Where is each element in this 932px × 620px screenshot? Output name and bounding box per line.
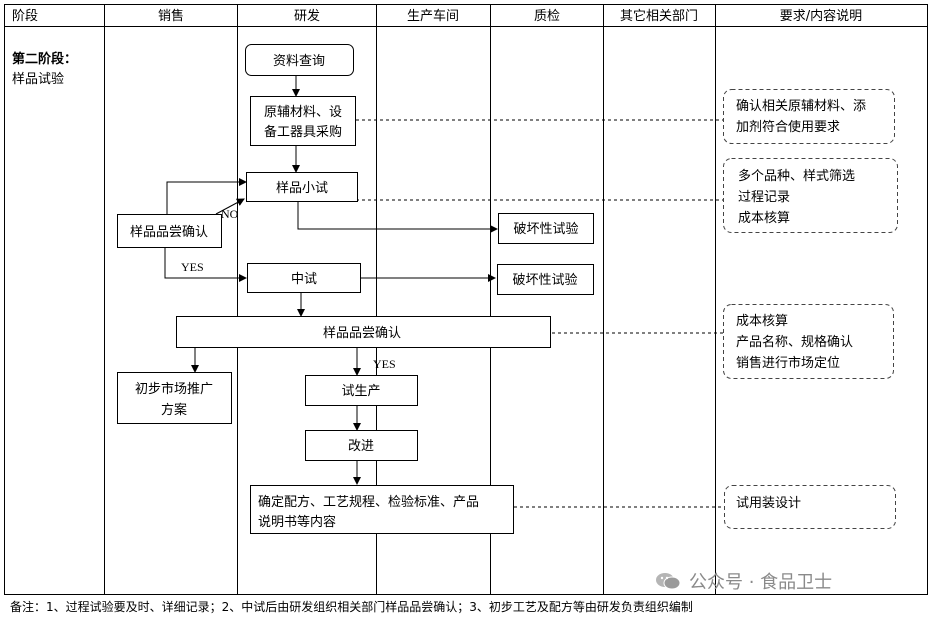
stage-subtitle: 样品试验 [12, 71, 64, 87]
box-finalize-line1: 确定配方、工艺规程、检验标准、产品 [258, 494, 479, 510]
box-trial-production: 试生产 [305, 375, 418, 406]
col-header-stage: 阶段 [12, 9, 38, 24]
note-costing: 成本核算 产品名称、规格确认 销售进行市场定位 [723, 304, 894, 379]
box-pilot-test: 中试 [247, 263, 361, 293]
col-header-requirements: 要求/内容说明 [780, 8, 862, 24]
box-trial-production-label: 试生产 [341, 384, 380, 399]
box-data-query-label: 资料查询 [273, 54, 325, 69]
wechat-icon [655, 571, 681, 591]
box-material-purchase-line1: 原辅材料、设 [264, 105, 342, 120]
col-header-production: 生产车间 [407, 8, 459, 24]
col-header-rnd: 研发 [294, 8, 320, 24]
box-destructive-test-1-label: 破坏性试验 [513, 221, 578, 237]
note-screening-line3: 成本核算 [738, 211, 790, 226]
box-improve: 改进 [305, 430, 418, 461]
note-links [356, 119, 724, 508]
footer-note: 备注：1、过程试验要及时、详细记录；2、中试后由研发组织相关部门样品品尝确认；3… [10, 600, 693, 614]
col-header-qc: 质检 [534, 9, 560, 24]
note-costing-line3: 销售进行市场定位 [736, 355, 840, 371]
box-destructive-test-1: 破坏性试验 [498, 213, 594, 244]
stage-title: 第二阶段： [12, 51, 77, 67]
box-material-purchase: 原辅材料、设 备工器具采购 [250, 96, 356, 146]
col-header-sales: 销售 [158, 8, 184, 24]
box-sample-tasting-1-label: 样品品尝确认 [130, 225, 208, 240]
note-screening-line1: 多个品种、样式筛选 [738, 168, 855, 184]
box-sample-small-test-label: 样品小试 [276, 181, 328, 196]
note-materials: 确认相关原辅材料、添 加剂符合使用要求 [723, 89, 895, 144]
box-destructive-test-2-label: 破坏性试验 [512, 272, 577, 288]
note-materials-line2: 加剂符合使用要求 [736, 119, 840, 135]
box-sample-tasting-2-label: 样品品尝确认 [323, 326, 401, 341]
box-sample-small-test: 样品小试 [246, 172, 358, 202]
note-costing-line2: 产品名称、规格确认 [736, 334, 853, 350]
note-materials-line1: 确认相关原辅材料、添 [736, 99, 866, 114]
box-improve-label: 改进 [348, 439, 374, 454]
connectors [164, 76, 498, 485]
label-no: NO [221, 207, 239, 221]
box-sample-tasting-2: 样品品尝确认 [176, 316, 551, 348]
watermark: 公众号 · 食品卫士 [655, 568, 832, 594]
box-pilot-test-label: 中试 [291, 272, 317, 287]
label-yes-1: YES [181, 260, 204, 274]
box-material-purchase-line2: 备工器具采购 [264, 124, 342, 140]
box-finalize-line2: 说明书等内容 [258, 514, 336, 530]
note-costing-line1: 成本核算 [736, 314, 788, 329]
note-screening-line2: 过程记录 [738, 190, 790, 205]
note-trial-pack: 试用装设计 [724, 485, 896, 529]
box-finalize: 确定配方、工艺规程、检验标准、产品 说明书等内容 [250, 485, 514, 534]
box-market-plan: 初步市场推广 方案 [117, 372, 232, 424]
box-market-plan-line1: 初步市场推广 [135, 381, 213, 397]
box-destructive-test-2: 破坏性试验 [497, 264, 594, 295]
note-screening: 多个品种、样式筛选 过程记录 成本核算 [723, 158, 898, 233]
label-yes-2: YES [373, 357, 396, 371]
box-market-plan-line2: 方案 [161, 402, 187, 418]
col-header-other-depts: 其它相关部门 [620, 8, 698, 24]
watermark-text: 公众号 · 食品卫士 [689, 572, 833, 593]
note-trial-pack-line1: 试用装设计 [736, 496, 801, 511]
box-sample-tasting-1: 样品品尝确认 [117, 214, 222, 248]
box-data-query: 资料查询 [245, 44, 354, 76]
